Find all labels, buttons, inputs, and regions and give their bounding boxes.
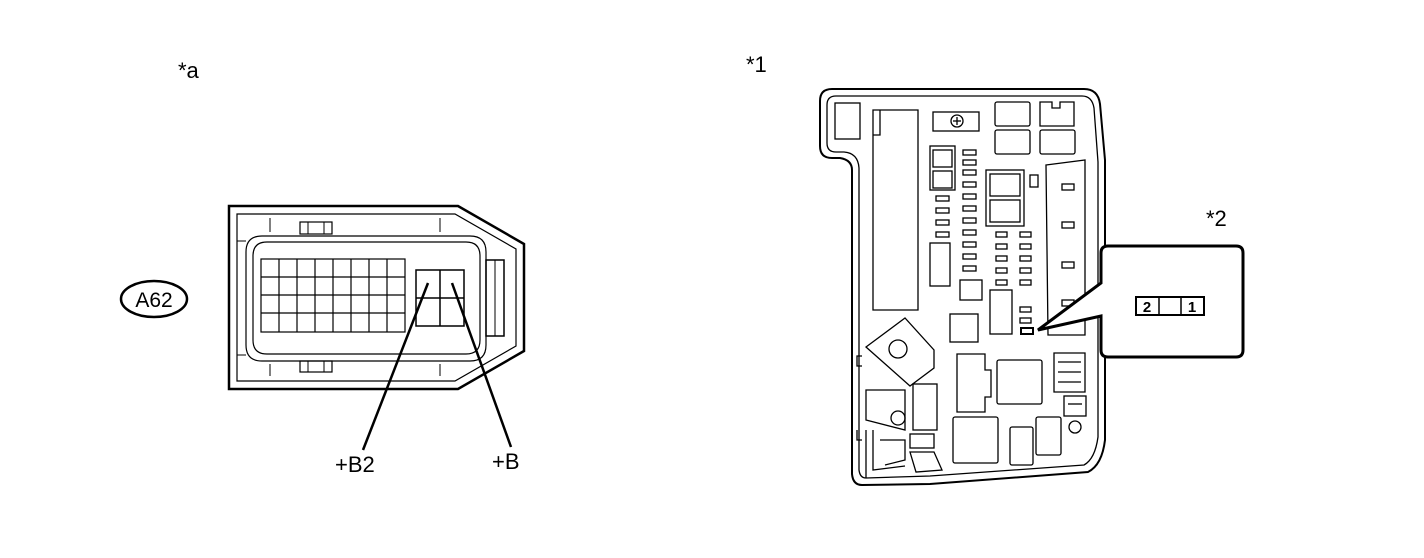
callout-label: *2 bbox=[1206, 206, 1227, 231]
right-panel-label: *1 bbox=[746, 52, 767, 77]
connector-code: A62 bbox=[135, 289, 172, 312]
left-panel-label: *a bbox=[178, 58, 200, 83]
junction-block bbox=[819, 88, 1106, 487]
callout-pin-1: 1 bbox=[1188, 299, 1196, 316]
callout-connector: 2 1 bbox=[1135, 296, 1205, 316]
connector-pin-grid bbox=[260, 258, 406, 333]
power-terminal-block bbox=[415, 269, 465, 327]
connector-a62 bbox=[227, 204, 526, 391]
connector-code-badge: A62 bbox=[119, 279, 189, 319]
pin-b2-leader bbox=[361, 282, 430, 451]
pin-b-leader bbox=[450, 282, 513, 448]
pin-label-b: +B bbox=[492, 449, 520, 474]
callout-pin-2: 2 bbox=[1143, 299, 1151, 316]
pin-label-b2: +B2 bbox=[335, 452, 375, 477]
